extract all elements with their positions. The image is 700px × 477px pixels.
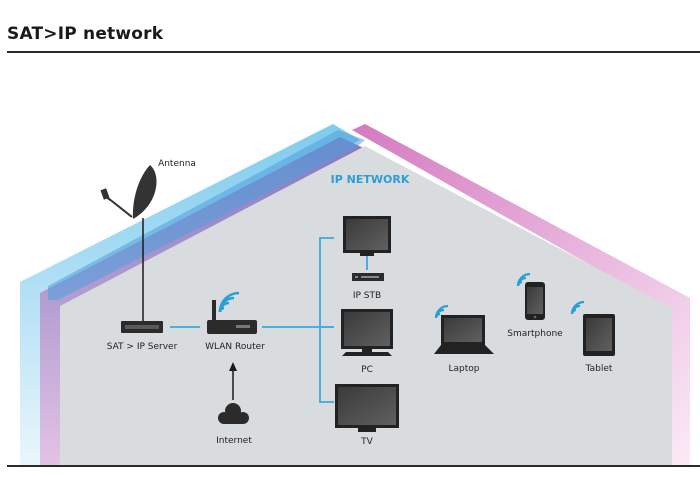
laptop-icon xyxy=(434,315,494,354)
laptop-wifi-icon xyxy=(434,304,449,319)
monitor-icon xyxy=(341,309,393,356)
smartphone-wifi-icon xyxy=(516,272,531,287)
stb-monitor-icon xyxy=(343,216,391,256)
house-body xyxy=(60,146,672,465)
set-top-box-icon xyxy=(352,273,384,281)
house-outline xyxy=(20,124,690,465)
smartphone-label: Smartphone xyxy=(507,329,563,339)
roof-left-blue xyxy=(48,130,365,300)
tv-icon xyxy=(335,384,399,432)
pc-label: PC xyxy=(361,365,373,375)
laptop-label: Laptop xyxy=(448,364,480,374)
satellite-dish-icon xyxy=(100,165,157,219)
server-box-icon xyxy=(121,321,163,333)
bottom-divider xyxy=(7,465,700,467)
smartphone-icon xyxy=(525,282,545,320)
tablet-wifi-icon xyxy=(570,300,585,315)
tablet-label: Tablet xyxy=(585,364,613,374)
wlan-router-label: WLAN Router xyxy=(205,342,265,352)
tv-label: TV xyxy=(361,437,373,447)
ip-stb-label: IP STB xyxy=(352,291,382,301)
page-title: SAT>IP network xyxy=(7,24,164,44)
tablet-icon xyxy=(583,314,615,356)
internet-arrow xyxy=(229,362,237,400)
ip-network-label: IP NETWORK xyxy=(330,173,410,186)
internet-label: Internet xyxy=(216,436,252,446)
title-divider xyxy=(7,51,700,53)
wifi-router-icon xyxy=(207,291,257,334)
antenna-label: Antenna xyxy=(158,159,196,169)
cloud-icon xyxy=(218,403,249,424)
sat-ip-server-label: SAT > IP Server xyxy=(106,342,178,352)
